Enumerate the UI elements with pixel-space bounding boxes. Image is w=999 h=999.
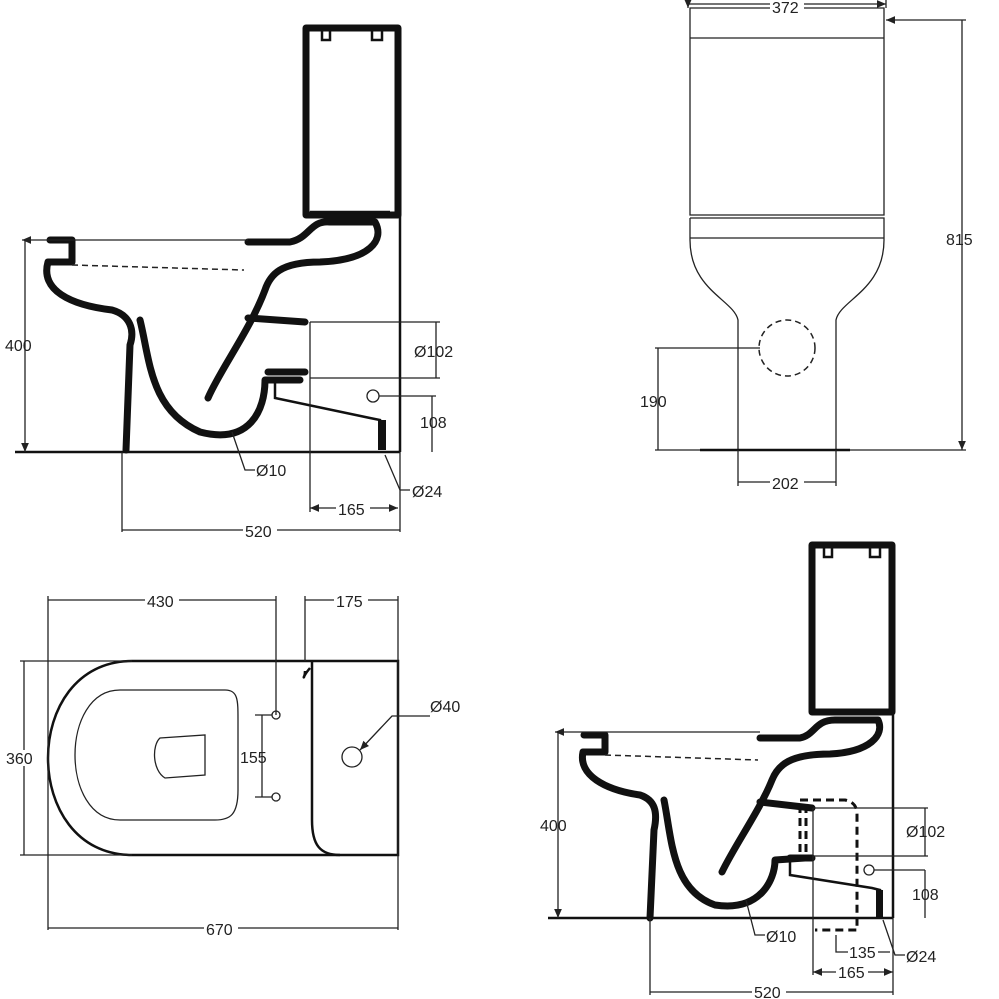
dim-inlet-height: 108 [420, 415, 447, 432]
side-view: 400 Ø102 108 Ø10 Ø24 165 520 [5, 24, 453, 541]
outlet-circle [758, 319, 816, 377]
dim-drain-hole: Ø10 [256, 463, 286, 480]
dim-outlet-diameter: Ø102 [414, 344, 453, 361]
plan-view: 155 Ø40 430 175 360 670 [5, 592, 460, 939]
dim-inlet-diameter: Ø24 [412, 484, 442, 501]
cistern-front [689, 7, 885, 216]
trapway-inner [204, 218, 382, 402]
dim-height: 400 [5, 338, 32, 355]
dim-depth: 520 [245, 524, 272, 541]
front-view: 372 815 190 202 [640, 0, 973, 493]
dim-inlet-diameter-alt: Ø24 [906, 949, 936, 966]
dim-cistern-depth: 175 [336, 594, 363, 611]
dim-width: 372 [772, 0, 799, 17]
dim-inlet-hole: Ø40 [430, 699, 460, 716]
cistern-outline [302, 24, 402, 219]
dim-outlet-diameter-alt: Ø102 [906, 824, 945, 841]
dim-wall-offset: 135 [849, 945, 876, 962]
dim-outlet-offset: 165 [338, 502, 365, 519]
dim-outlet-offset-alt: 165 [838, 965, 865, 982]
dim-inlet-height-alt: 108 [912, 887, 939, 904]
cistern-lid-clips [320, 30, 384, 42]
dim-height-alt: 400 [540, 818, 567, 835]
dim-fixing-distance: 430 [147, 594, 174, 611]
dim-total-height: 815 [946, 232, 973, 249]
dim-fixing-spacing: 155 [240, 750, 267, 767]
cistern-outline-alt [808, 541, 896, 716]
side-view-alt: 400 Ø102 108 Ø10 135 Ø24 165 520 [540, 541, 945, 999]
dim-depth-alt: 520 [754, 985, 781, 999]
dim-drain-hole-alt: Ø10 [766, 929, 796, 946]
dim-plan-length: 670 [206, 922, 233, 939]
dim-plan-width: 360 [6, 751, 33, 768]
dim-outlet-height: 190 [640, 394, 667, 411]
inlet-hole [341, 746, 363, 768]
bowl-opening [153, 734, 206, 779]
seat-outline [74, 689, 239, 821]
bowl-front-outline [689, 217, 885, 450]
dim-foot-width: 202 [772, 476, 799, 493]
bowl-trap [136, 316, 304, 439]
bowl-front [43, 236, 136, 454]
